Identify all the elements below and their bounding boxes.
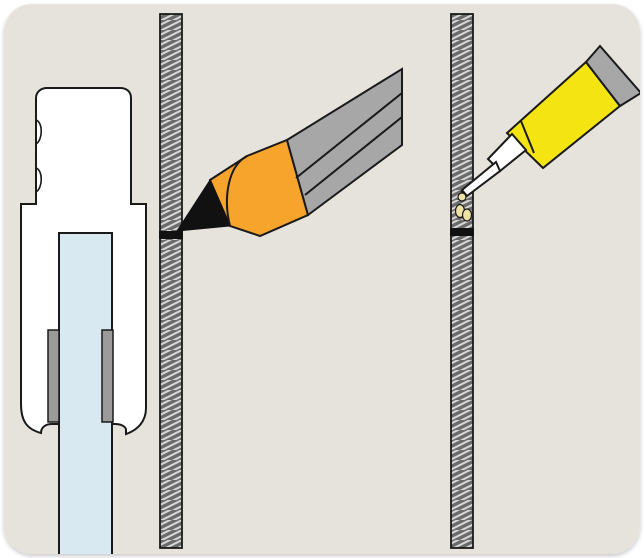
left-rope-body: [159, 13, 183, 549]
left-wire-rope: [159, 13, 183, 549]
glue-drop-3: [461, 208, 473, 222]
pencil-line-2: [304, 116, 403, 196]
pencil-ferrule-line: [225, 155, 248, 227]
pencil-line-1: [295, 92, 403, 179]
right-rope-mark: [450, 228, 474, 236]
left-rope-mark: [159, 231, 183, 239]
clevis-notch-lower: [35, 167, 43, 193]
glue-tube-fold: [520, 120, 535, 154]
pencil: [176, 67, 403, 238]
pin-left: [47, 329, 60, 423]
glue-tube: [454, 44, 640, 222]
right-wire-rope: [450, 13, 474, 549]
pencil-shaft: [285, 67, 403, 217]
clevis-notch-upper: [35, 119, 43, 145]
pencil-tip: [176, 178, 231, 232]
clevis-fitting: [20, 87, 147, 554]
glue-tube-crimp: [584, 44, 640, 108]
pin-right: [101, 329, 114, 423]
glue-drop-1: [457, 192, 467, 202]
right-rope-body: [450, 13, 474, 549]
